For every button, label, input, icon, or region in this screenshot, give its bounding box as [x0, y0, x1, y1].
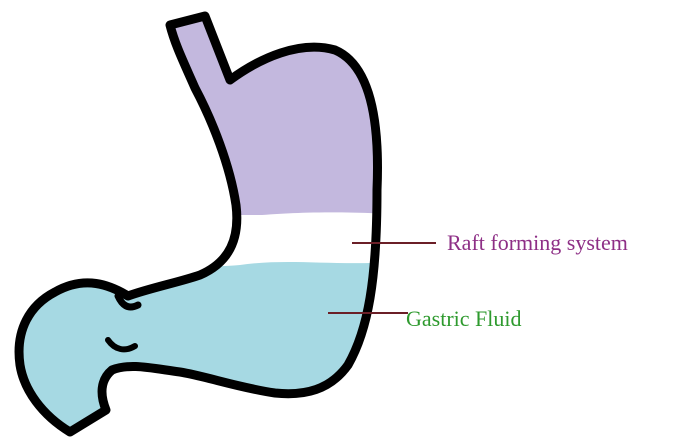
- upper-contents-region: [0, 0, 695, 215]
- raft-forming-system-label: Raft forming system: [447, 230, 628, 255]
- gastric-fluid-label: Gastric Fluid: [406, 306, 522, 331]
- raft-layer-region: [0, 212, 395, 268]
